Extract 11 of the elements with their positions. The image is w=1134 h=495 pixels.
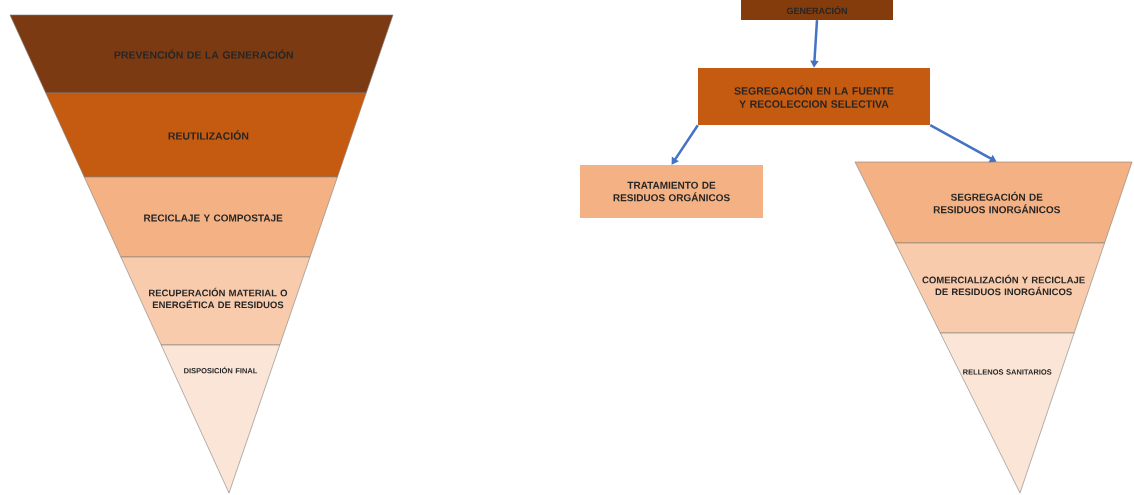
- process-box: SEGREGACIÓN EN LA FUENTE Y RECOLECCION SELECTIVA: [698, 68, 930, 125]
- pyramid-level: RECUPERACIÓN MATERIAL O ENERGÉTICA DE RESIDUOS: [120, 256, 311, 346]
- process-box: TRATAMIENTO DE RESIDUOS ORGÁNICOS: [580, 165, 763, 218]
- pyramid-level: REUTILIZACIÓN: [45, 92, 367, 178]
- pyramid-level: COMERCIALIZACIÓN Y RECICLAJE DE RESIDUOS INORGÁNICOS: [895, 242, 1105, 334]
- process-box: GENERACIÓN: [741, 0, 893, 20]
- pyramid-level: SEGREGACIÓN DE RESIDUOS INORGÁNICOS: [854, 161, 1133, 244]
- pyramid-level: RECICLAJE Y COMPOSTAJE: [83, 176, 338, 258]
- arrow: [671, 124, 699, 165]
- pyramid-level: PREVENCIÓN DE LA GENERACIÓN: [9, 14, 394, 94]
- arrow: [929, 124, 997, 163]
